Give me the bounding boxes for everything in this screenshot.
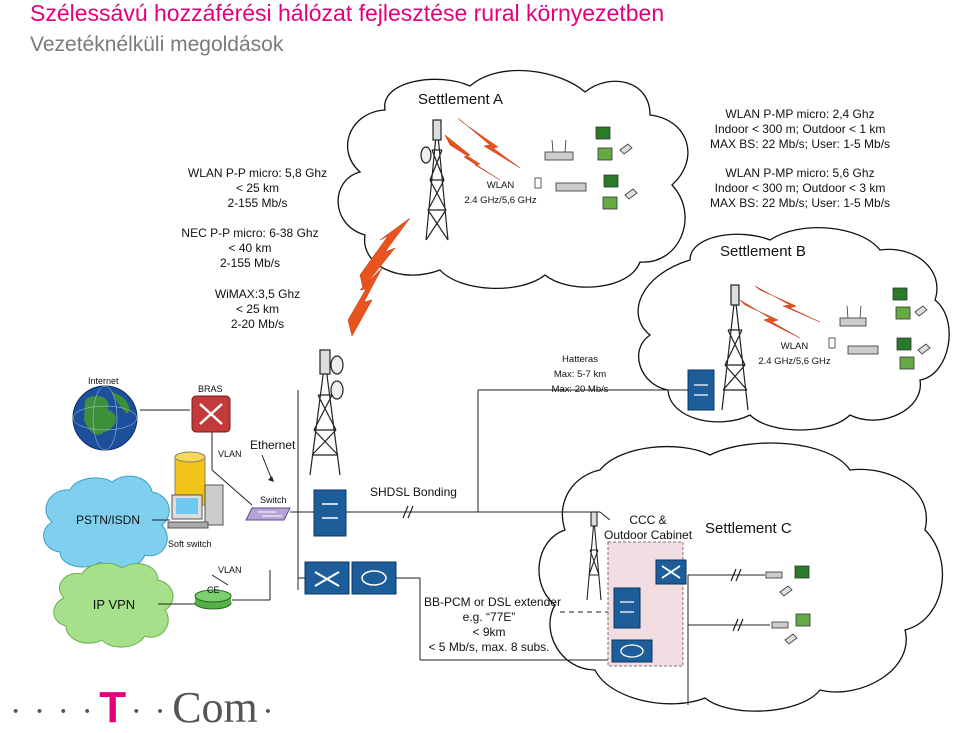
settlement-c-title: Settlement C [705, 520, 792, 537]
settlement-b-title: Settlement B [720, 243, 806, 260]
main-tower [309, 349, 344, 476]
vlan-bottom-label: VLAN [218, 565, 242, 575]
ce-label: CE [207, 585, 220, 595]
soft-switch-label: Soft switch [168, 539, 212, 549]
ethernet-label: Ethernet [250, 438, 296, 452]
settlement-a-tower [420, 119, 449, 241]
pstn-isdn-cloud [43, 475, 170, 570]
blue-bbpcm-device-icon [351, 561, 397, 595]
settlement-b-tower [721, 284, 749, 411]
settlement-c-tower [586, 511, 602, 601]
page-title: Szélessávú hozzáférési hálózat fejleszté… [30, 0, 665, 26]
settlement-a-cloud [337, 69, 689, 289]
t-com-logo: · · · · T · · Com · [10, 683, 276, 732]
page-subtitle: Vezetéknélküli megoldások [30, 33, 284, 56]
bras-router-icon [191, 395, 231, 433]
settlement-b-cloud [637, 227, 950, 431]
cabinet-dsl-device-icon [611, 639, 653, 663]
tower-multiplexer-icon [313, 489, 347, 537]
bras-label: BRAS [198, 384, 223, 394]
ip-vpn-cloud [53, 562, 174, 648]
settlement-a-devices [534, 126, 638, 210]
cabinet-multiplexer-icon [613, 587, 641, 629]
cabinet-label: CCC &Outdoor Cabinet [604, 513, 693, 542]
settlement-b-devices [828, 287, 931, 370]
blue-router-icon [304, 561, 350, 595]
wireless-link-bolts [347, 117, 821, 339]
settlement-c-devices [765, 565, 811, 645]
cabinet-router-icon [655, 559, 687, 585]
shdsl-bonding-label: SHDSL Bonding [370, 485, 457, 499]
internet-globe-icon [72, 385, 138, 451]
ip-vpn-label: IP VPN [92, 597, 136, 612]
pstn-isdn-label: PSTN/ISDN [75, 513, 140, 527]
switch-icon [245, 507, 291, 521]
vlan-top-label: VLAN [218, 449, 242, 459]
settlement-a-title: Settlement A [418, 91, 504, 108]
soft-switch-icon [167, 451, 224, 529]
hatteras-device-icon [687, 369, 715, 411]
switch-label: Switch [260, 495, 287, 505]
internet-label: Internet [88, 376, 119, 386]
ce-router-icon [194, 589, 232, 610]
